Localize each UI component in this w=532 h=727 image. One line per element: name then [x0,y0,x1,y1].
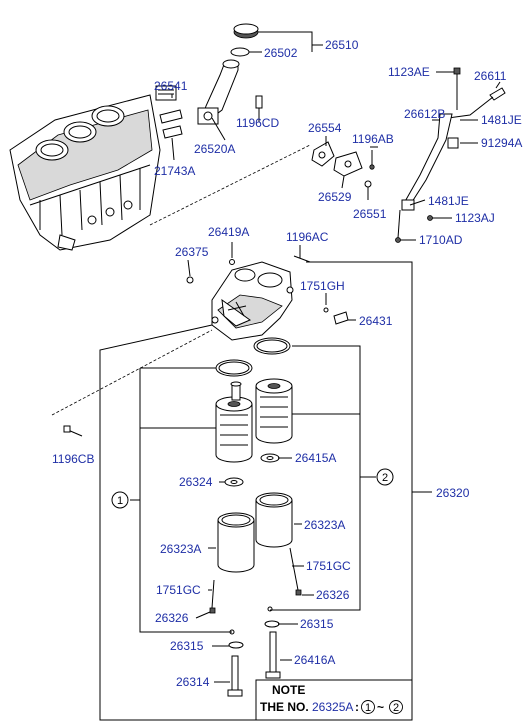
label-1751GC-left: 1751GC [156,583,201,597]
filter-housing [186,242,349,341]
label-26612B: 26612B [404,107,445,121]
label-26611: 26611 [474,69,507,83]
label-1196AC: 1196AC [286,230,329,244]
note-title: NOTE [272,683,305,697]
note-colon: : [355,700,359,714]
leader-lines-dipstick [400,71,501,241]
label-26520A: 26520A [194,142,235,156]
engine-block-illustration [9,94,161,251]
label-26529: 26529 [318,190,352,204]
filter-canisters [217,492,293,573]
label-91294A: 91294A [481,136,522,150]
reference-line-bolt [51,329,213,416]
note-prefix: THE NO. [260,700,309,714]
label-26551: 26551 [353,207,387,221]
filter-elements [215,378,293,463]
label-1123AE: 1123AE [388,65,430,79]
note: NOTE THE NO. 26325A : 1 ~ 2 [260,683,403,714]
label-26419A: 26419A [208,225,249,239]
circle-marker-two: 2 [376,468,394,486]
note-range-start: 1 [365,702,371,714]
washers [224,453,280,487]
label-1196AB: 1196AB [352,132,394,146]
circle-two-text: 2 [382,472,388,484]
label-1123AJ: 1123AJ [455,211,495,225]
note-box [255,679,413,721]
circle-marker-one: 1 [111,491,129,509]
o-rings [215,337,291,377]
label-21743A: 21743A [154,164,195,178]
label-26541: 26541 [154,79,188,93]
label-26375: 26375 [175,245,209,259]
label-26320: 26320 [436,486,470,500]
label-26314: 26314 [176,675,210,689]
note-part-number: 26325A [312,700,353,714]
label-26323A-right: 26323A [304,518,345,532]
label-26554: 26554 [308,121,342,135]
label-26326-right: 26326 [316,588,350,602]
bracket-assembly [311,136,378,200]
label-1196CD: 1196CD [236,116,279,130]
label-26326-left: 26326 [155,611,189,625]
leader-lines-top [171,31,323,161]
label-26315-left: 26315 [170,639,204,653]
leader-lines-housing [187,244,356,321]
label-1751GH: 1751GH [300,279,345,293]
label-26431: 26431 [359,314,393,328]
label-26323A-left: 26323A [160,542,201,556]
label-26502: 26502 [264,46,298,60]
group-brackets [130,345,376,633]
label-26416A: 26416A [294,653,335,667]
part-labels: 26510 26502 26541 1196CD 26520A 21743A 1… [52,38,522,689]
circle-one-text: 1 [117,495,123,507]
label-1196CB: 1196CB [52,452,94,466]
label-26315-right: 26315 [300,617,334,631]
label-1751GC-right: 1751GC [306,559,351,573]
label-1481JE-bottom: 1481JE [428,194,469,208]
drain-parts [209,547,302,697]
label-1710AD: 1710AD [419,233,463,247]
label-26324: 26324 [179,475,213,489]
note-range-sep: ~ [377,700,384,714]
label-1481JE-top: 1481JE [481,113,522,127]
note-range-end: 2 [393,702,399,714]
leader-lines-lower [195,457,314,683]
label-26415A: 26415A [295,451,336,465]
dipstick-assembly [395,67,506,243]
label-26510: 26510 [325,38,359,52]
